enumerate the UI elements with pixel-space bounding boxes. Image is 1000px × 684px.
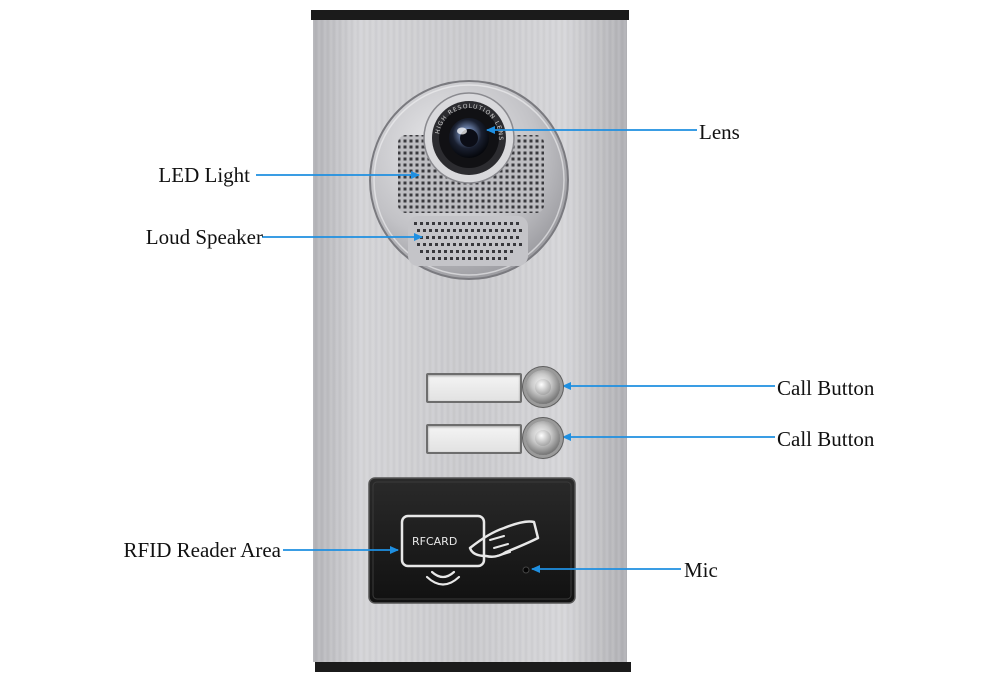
speaker-grille	[408, 216, 528, 266]
label-mic: Mic	[684, 558, 718, 582]
rfid-reader-module: RFCARD	[368, 477, 576, 604]
mic-hole	[522, 566, 530, 574]
camera-lens	[423, 92, 515, 184]
label-call-button-1: Call Button	[777, 376, 875, 400]
hand-icon	[468, 520, 540, 559]
rfid-card-label: RFCARD	[412, 535, 457, 548]
label-lens: Lens	[699, 120, 740, 144]
wave-icon	[425, 570, 461, 586]
label-rfid-reader-area: RFID Reader Area	[123, 538, 281, 562]
label-call-button-2: Call Button	[777, 427, 875, 451]
name-plate-1	[426, 373, 522, 403]
label-led-light: LED Light	[158, 163, 250, 187]
name-plate-2	[426, 424, 522, 454]
rfid-card-outline	[400, 514, 486, 568]
call-button-1[interactable]	[526, 370, 560, 404]
call-button-2[interactable]	[526, 421, 560, 455]
label-loud-speaker: Loud Speaker	[145, 225, 263, 249]
